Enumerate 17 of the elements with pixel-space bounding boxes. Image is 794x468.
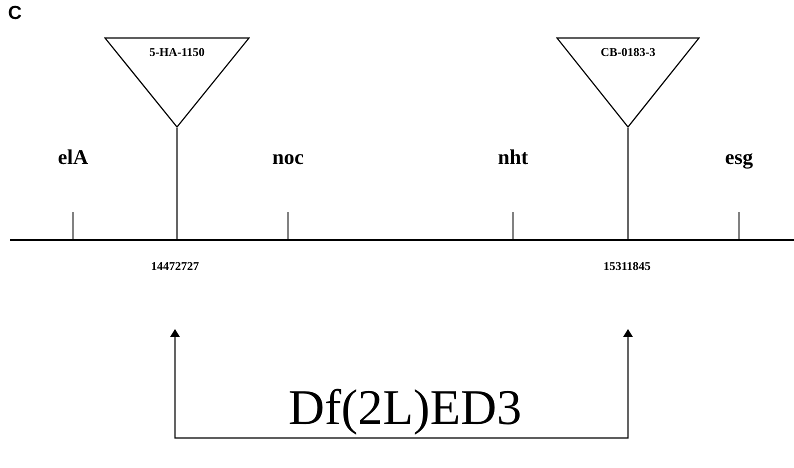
gene-label: noc [272, 147, 304, 168]
insertion-triangle [556, 37, 700, 128]
insertion-name: CB-0183-3 [600, 44, 656, 61]
coordinate-label: 14472727 [151, 260, 199, 272]
arrow [170, 329, 406, 439]
chromosome-line [10, 239, 794, 241]
gene-label: elA [58, 147, 88, 168]
deletion-name: Df(2L)ED3 [288, 382, 522, 432]
gene-label: nht [498, 147, 528, 168]
insertion-line [627, 128, 629, 239]
insertion-triangle [104, 37, 250, 128]
insertion-line [176, 128, 178, 239]
insertion-name: 5-HA-1150 [149, 44, 205, 61]
arrow [404, 329, 633, 439]
coordinate-label: 15311845 [603, 260, 651, 272]
panel-letter: C [8, 4, 22, 23]
gene-label: esg [725, 147, 753, 168]
